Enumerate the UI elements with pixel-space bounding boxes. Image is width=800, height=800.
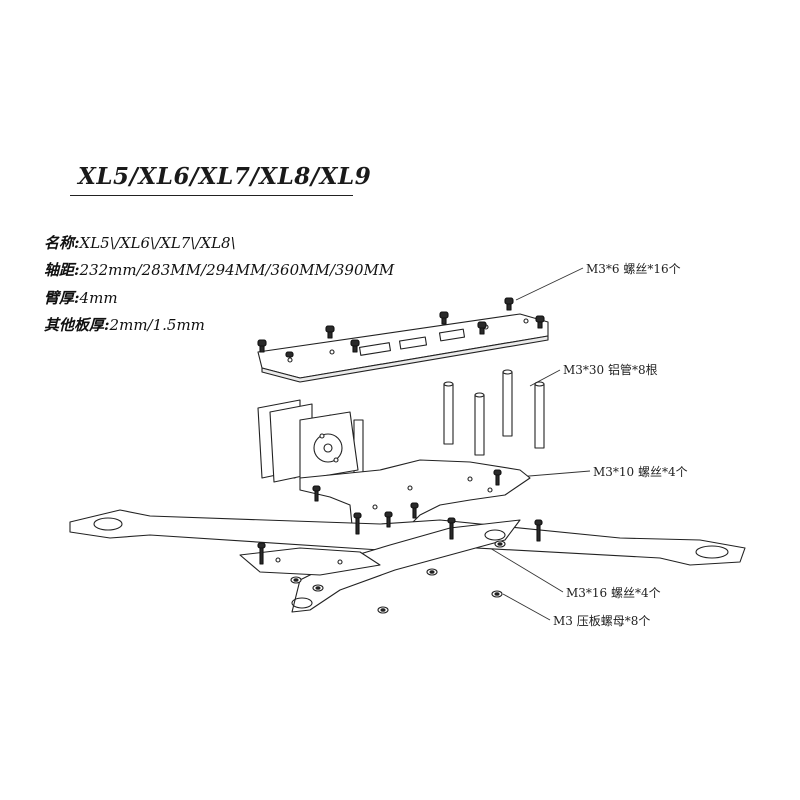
- screw: [350, 339, 360, 353]
- spec-arm-thickness-key: 臂厚:: [44, 289, 80, 307]
- spec-plate-thickness-value: 2mm/1.5mm: [109, 316, 205, 334]
- top-plate: [257, 313, 549, 383]
- top-plate-hole: [287, 357, 293, 363]
- nut: [377, 606, 389, 614]
- top-plate-hole: [523, 318, 529, 324]
- nut: [491, 590, 503, 598]
- screw: [447, 517, 456, 540]
- screw: [325, 325, 335, 339]
- screw: [353, 512, 362, 535]
- frame-arms: [69, 509, 746, 613]
- spec-wheelbase-value: 232mm/283MM/294MM/360MM/390MM: [79, 261, 395, 279]
- standoff-tube: [474, 392, 485, 456]
- callout-m3x30-tube: M3*30 铝管*8根: [563, 363, 658, 377]
- nut: [290, 576, 302, 584]
- screw: [504, 297, 514, 311]
- spec-arm-thickness-value: 4mm: [79, 289, 118, 307]
- screw: [312, 485, 321, 502]
- standoff-tube: [443, 381, 454, 445]
- screw: [257, 542, 266, 565]
- m3x16-screws: [257, 512, 543, 565]
- spec-name: 名称:XL5\/XL6\/XL7\/XL8\: [44, 232, 236, 253]
- screw: [477, 321, 487, 335]
- spec-name-key: 名称:: [44, 234, 80, 252]
- spec-arm-thickness: 臂厚:4mm: [44, 287, 118, 308]
- callout-m3-nut: M3 压板螺母*8个: [553, 614, 651, 628]
- standoff-tube: [502, 369, 513, 437]
- nut: [494, 540, 506, 548]
- camera-mount-hole: [313, 433, 343, 463]
- m3x6-screws: [257, 297, 545, 358]
- screw: [285, 351, 294, 358]
- screw: [439, 311, 449, 325]
- screw: [535, 315, 545, 329]
- screw: [410, 502, 419, 519]
- screw: [384, 511, 393, 528]
- spec-plate-thickness: 其他板厚:2mm/1.5mm: [44, 314, 205, 335]
- leader-m3x6: [515, 267, 584, 301]
- nut: [426, 568, 438, 576]
- screw: [493, 469, 502, 486]
- leader-m3-nut: [502, 593, 551, 621]
- motor-mount: [93, 517, 123, 531]
- screw: [257, 339, 267, 353]
- m3-nuts: [290, 540, 506, 614]
- callout-m3x16-screw: M3*16 螺丝*4个: [566, 586, 661, 600]
- standoff-tube: [534, 381, 545, 449]
- motor-mount: [695, 545, 729, 559]
- title-underline: [70, 195, 353, 196]
- camera-side-plates: [257, 399, 359, 483]
- motor-mount: [484, 529, 506, 541]
- diagram-title: XL5/XL6/XL7/XL8/XL9: [78, 163, 372, 190]
- callout-m3x10-screw: M3*10 螺丝*4个: [593, 465, 688, 479]
- spec-wheelbase-key: 轴距:: [44, 261, 80, 279]
- spec-wheelbase: 轴距:232mm/283MM/294MM/360MM/390MM: [44, 259, 394, 280]
- spec-name-value: XL5\/XL6\/XL7\/XL8\: [79, 234, 236, 252]
- screw: [534, 519, 543, 542]
- m3x10-screws: [312, 469, 502, 528]
- callout-m3x6-screw: M3*6 螺丝*16个: [586, 262, 681, 276]
- spec-plate-thickness-key: 其他板厚:: [44, 316, 110, 334]
- top-plate-hole: [329, 349, 335, 355]
- nut: [312, 584, 324, 592]
- motor-mount: [291, 597, 313, 609]
- lower-arm-plate: [239, 547, 381, 576]
